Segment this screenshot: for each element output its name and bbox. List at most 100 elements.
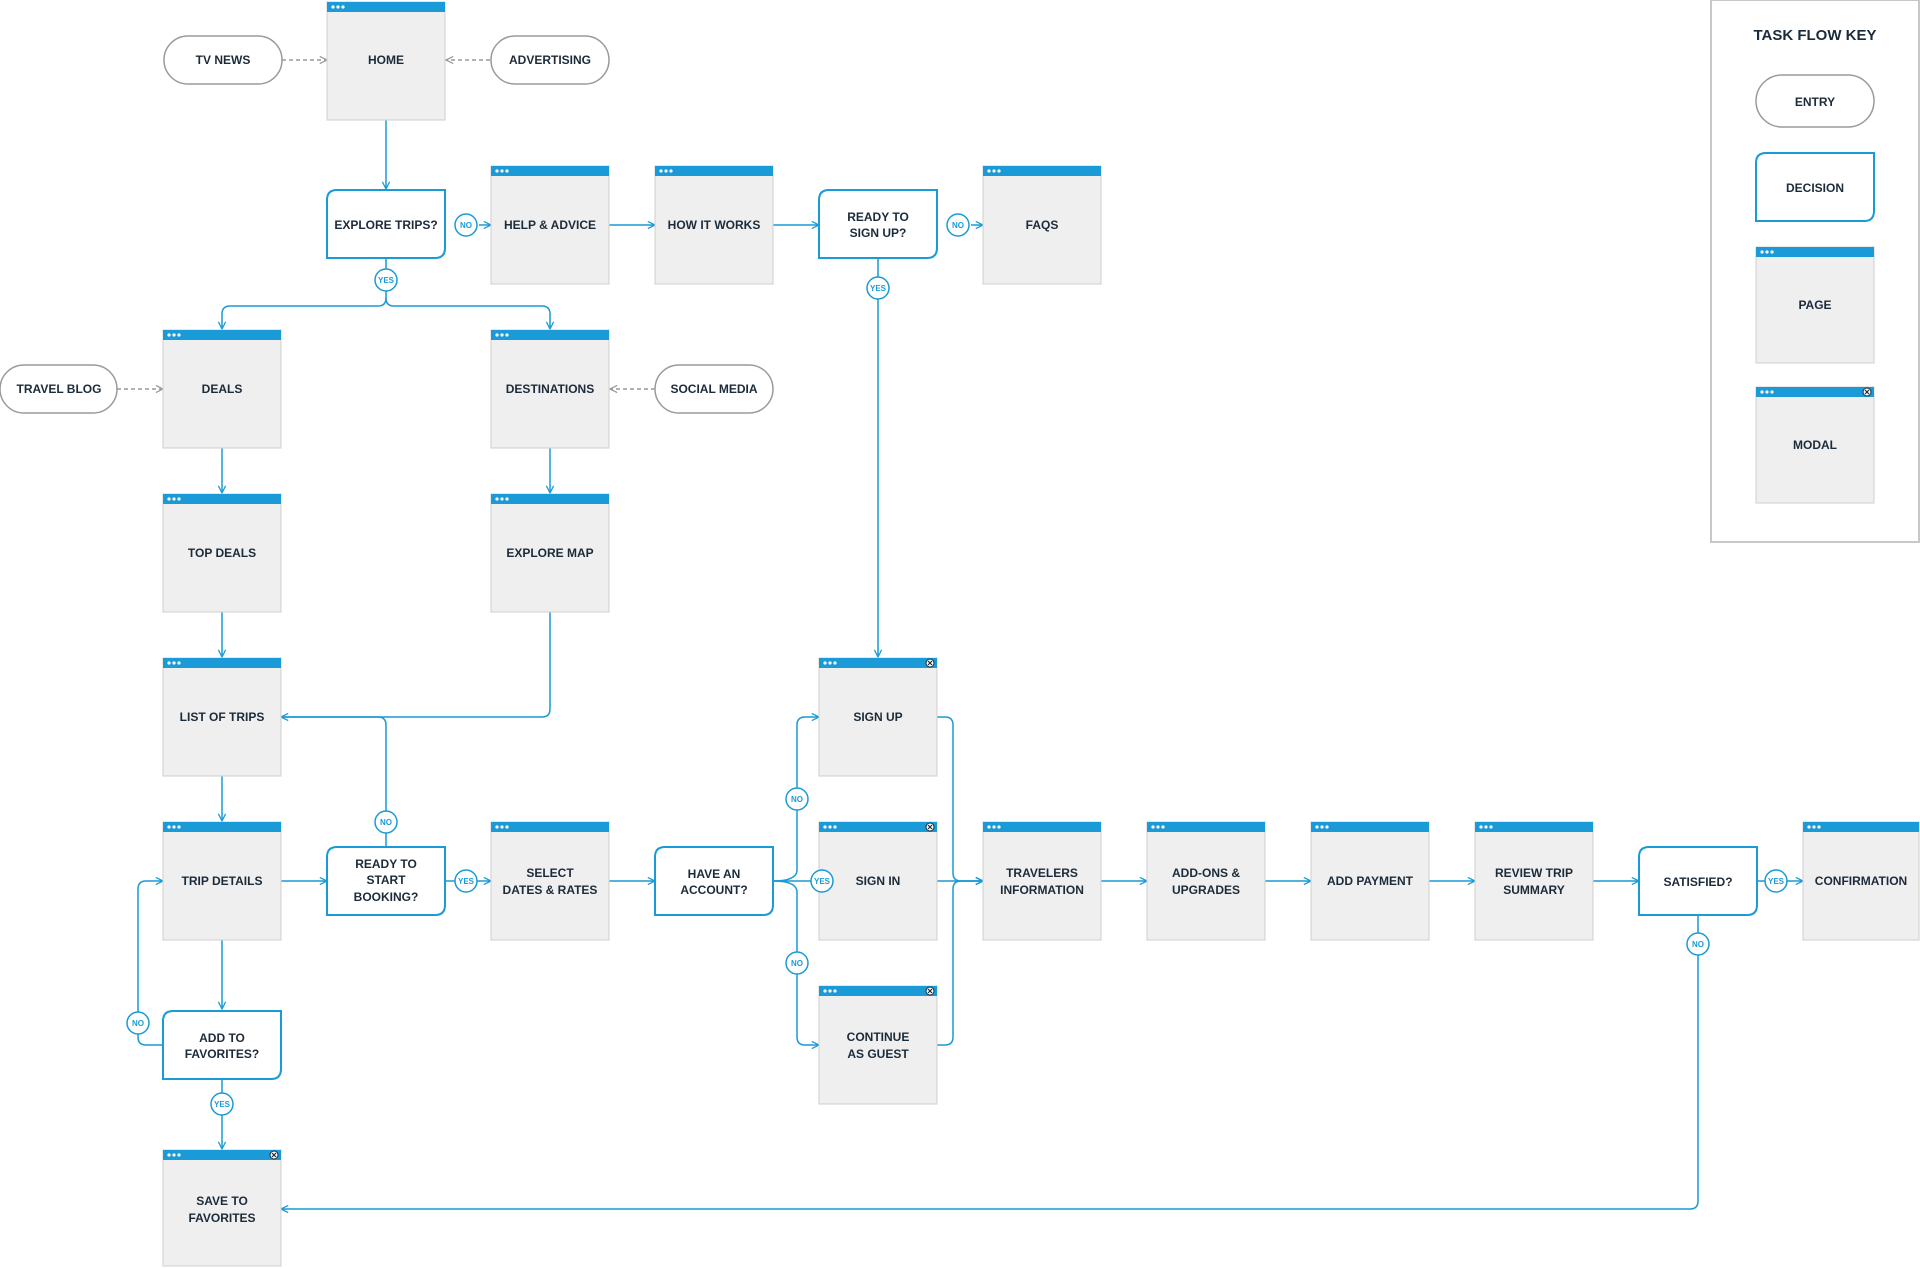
badge-label: NO	[1692, 940, 1704, 949]
entry-travel-blog-label: TRAVEL BLOG	[17, 382, 102, 396]
badge-label: YES	[214, 1100, 231, 1109]
page-how-it-works-label: HOW IT WORKS	[668, 218, 761, 232]
decision-explore-trips-label: EXPLORE TRIPS?	[334, 218, 437, 232]
page-confirmation-label: CONFIRMATION	[1815, 874, 1907, 888]
badge-label: YES	[814, 877, 831, 886]
badge-yes-satisfied: YES	[1764, 869, 1788, 893]
close-icon	[925, 822, 935, 832]
badge-label: NO	[132, 1019, 144, 1028]
badge-label: YES	[1768, 877, 1785, 886]
decision-account-label-2: ACCOUNT?	[680, 883, 747, 897]
badge-yes-ready-signup: YES	[866, 276, 890, 300]
page-explore-map: EXPLORE MAP	[490, 493, 610, 613]
key-decision-label: DECISION	[1786, 181, 1844, 195]
decision-satisfied: SATISFIED?	[1638, 846, 1758, 916]
page-faqs-label: FAQS	[1026, 218, 1059, 232]
connector-explore-yes-split	[222, 259, 387, 329]
page-add-payment-label: ADD PAYMENT	[1327, 874, 1414, 888]
modal-guest-label-1: CONTINUE	[847, 1030, 910, 1044]
page-explore-map-label: EXPLORE MAP	[506, 546, 593, 560]
page-review-trip-summary: REVIEW TRIP SUMMARY	[1474, 821, 1594, 941]
connector-favorites-no-details	[137, 881, 163, 1046]
page-list-of-trips: LIST OF TRIPS	[162, 657, 282, 777]
page-list-of-trips-label: LIST OF TRIPS	[180, 710, 265, 724]
entry-social-media: SOCIAL MEDIA	[654, 364, 774, 414]
decision-ready-signup-label-2: SIGN UP?	[850, 226, 907, 240]
connector-satisfied-no-save	[281, 915, 1699, 1209]
badge-no-explore: NO	[454, 213, 478, 237]
page-select-dates-label-2: DATES & RATES	[503, 883, 598, 897]
page-confirmation: CONFIRMATION	[1802, 821, 1920, 941]
badge-label: NO	[380, 818, 392, 827]
decision-have-an-account: HAVE AN ACCOUNT?	[654, 846, 774, 916]
key-entry-label: ENTRY	[1795, 95, 1835, 109]
connector-signup-travelers	[937, 716, 983, 881]
page-review-label-2: SUMMARY	[1503, 883, 1565, 897]
badge-yes-booking: YES	[454, 869, 478, 893]
close-icon	[269, 1150, 279, 1160]
modal-save-label-2: FAVORITES	[188, 1211, 255, 1225]
page-addons-upgrades: ADD-ONS & UPGRADES	[1146, 821, 1266, 941]
close-icon	[1862, 387, 1872, 397]
badge-label: YES	[458, 877, 475, 886]
page-destinations-label: DESTINATIONS	[506, 382, 594, 396]
task-flow-key: TASK FLOW KEY ENTRY DECISION PAGE MODAL	[1710, 0, 1920, 543]
decision-ready-to-sign-up: READY TO SIGN UP?	[818, 189, 938, 259]
page-review-label-1: REVIEW TRIP	[1495, 866, 1573, 880]
decision-favorites-label-1: ADD TO	[199, 1031, 245, 1045]
close-icon	[925, 658, 935, 668]
key-modal: MODAL	[1755, 386, 1875, 504]
entry-advertising-label: ADVERTISING	[509, 53, 591, 67]
decision-booking-label-2: START	[366, 873, 406, 887]
badge-no-ready-signup: NO	[946, 213, 970, 237]
page-add-payment: ADD PAYMENT	[1310, 821, 1430, 941]
badge-label: YES	[870, 284, 887, 293]
modal-sign-up-label: SIGN UP	[853, 710, 902, 724]
connector-explore-destinations	[385, 297, 550, 329]
decision-satisfied-label: SATISFIED?	[1663, 875, 1732, 889]
page-travelers-information: TRAVELERS INFORMATION	[982, 821, 1102, 941]
page-help-advice: HELP & ADVICE	[490, 165, 610, 285]
page-help-advice-label: HELP & ADVICE	[504, 218, 596, 232]
page-trip-details-label: TRIP DETAILS	[182, 874, 263, 888]
decision-booking-label-1: READY TO	[355, 857, 417, 871]
decision-favorites-label-2: FAVORITES?	[185, 1047, 259, 1061]
page-destinations: DESTINATIONS	[490, 329, 610, 449]
badge-label: NO	[791, 959, 803, 968]
page-deals: DEALS	[162, 329, 282, 449]
badge-label: NO	[791, 795, 803, 804]
connector-booking-no-list	[281, 716, 387, 847]
page-top-deals: TOP DEALS	[162, 493, 282, 613]
key-title: TASK FLOW KEY	[1753, 27, 1876, 44]
modal-continue-as-guest: CONTINUE AS GUEST	[818, 985, 938, 1105]
decision-booking-label-3: BOOKING?	[354, 890, 419, 904]
entry-tv-news-label: TV NEWS	[196, 53, 251, 67]
badge-yes-account-signin: YES	[810, 869, 834, 893]
page-select-dates-label-1: SELECT	[526, 866, 574, 880]
page-travelers-label-1: TRAVELERS	[1006, 866, 1078, 880]
key-entry: ENTRY	[1755, 74, 1875, 128]
page-select-dates-rates: SELECT DATES & RATES	[490, 821, 610, 941]
badge-label: YES	[378, 276, 395, 285]
page-travelers-label-2: INFORMATION	[1000, 883, 1084, 897]
entry-travel-blog: TRAVEL BLOG	[0, 364, 118, 414]
modal-sign-in-label: SIGN IN	[856, 874, 901, 888]
page-trip-details: TRIP DETAILS	[162, 821, 282, 941]
badge-no-account-signup: NO	[785, 787, 809, 811]
entry-social-media-label: SOCIAL MEDIA	[670, 382, 757, 396]
page-top-deals-label: TOP DEALS	[188, 546, 256, 560]
modal-guest-label-2: AS GUEST	[847, 1047, 909, 1061]
key-page: PAGE	[1755, 246, 1875, 364]
connector-account-guest	[772, 880, 819, 1045]
badge-no-booking: NO	[374, 810, 398, 834]
key-decision: DECISION	[1755, 152, 1875, 222]
modal-save-label-1: SAVE TO	[196, 1194, 248, 1208]
badge-no-favorites: NO	[126, 1011, 150, 1035]
badge-no-satisfied: NO	[1686, 932, 1710, 956]
decision-ready-to-start-booking: READY TO START BOOKING?	[326, 846, 446, 916]
connector-guest-travelers	[937, 881, 983, 1046]
page-home-label: HOME	[368, 53, 404, 67]
connector-map-list	[281, 611, 551, 717]
entry-tv-news: TV NEWS	[163, 35, 283, 85]
